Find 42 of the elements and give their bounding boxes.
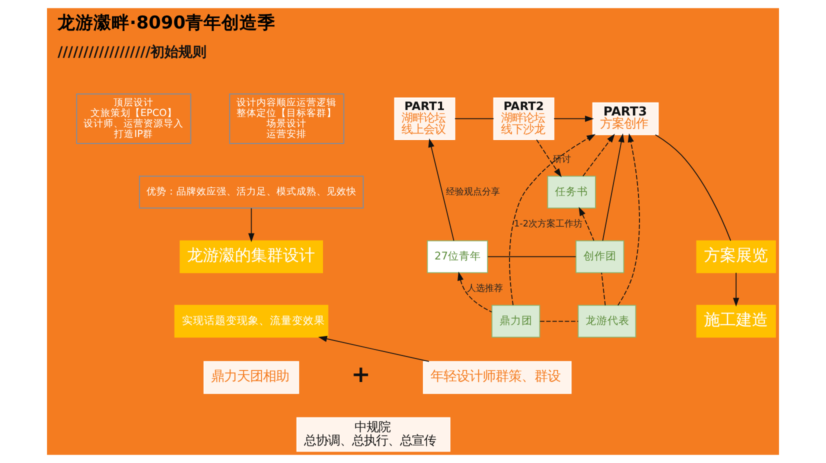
arrow	[602, 133, 624, 242]
node-box: 施工建造	[696, 304, 776, 338]
node-box: 年轻设计师群策、群设	[422, 361, 572, 394]
node-box: 设计内容顺应运营逻辑 整体定位【目标客群】 场景设计 运营安排	[229, 94, 344, 144]
node-box: 27位青年	[426, 240, 488, 274]
arrow	[578, 206, 594, 241]
node-box: 鼎力团	[492, 304, 540, 338]
arrow	[554, 116, 594, 122]
node-box: PART3 方案创作	[592, 102, 659, 136]
arrow	[248, 208, 254, 242]
arrow	[582, 134, 615, 177]
node-box: 龙游瀫的集群设计	[180, 240, 323, 274]
connector	[454, 118, 494, 120]
node-box: PART2 湖畔论坛 线下沙龙	[493, 97, 554, 140]
connector	[654, 134, 732, 242]
node-box: 鼎力天团相助	[204, 361, 300, 394]
node-box: 优势：品牌效应强、活力足、模式成熟、见效快	[139, 176, 364, 208]
label: +	[351, 362, 371, 388]
node-box: 中规院 总协调、总执行、总宣传	[296, 417, 450, 452]
label: //////////////////初始规则	[58, 44, 207, 61]
node-box: 创作团	[576, 240, 624, 274]
node-box: 顶层设计 文旅策划【EPCO】 设计师、运营资源导入 打造IP群	[76, 94, 192, 144]
diagram-title: 龙游瀫畔·8090青年创造季	[58, 13, 276, 34]
arrow	[536, 139, 562, 178]
connector	[601, 272, 606, 306]
node-box: 任务书	[547, 176, 596, 208]
edge-label: 1-2次方案工作坊	[514, 220, 582, 230]
arrow	[509, 134, 596, 306]
edge-label: 研讨	[552, 155, 571, 166]
connector	[487, 256, 576, 258]
edge-label: 人选推荐	[467, 284, 504, 294]
edge-label: 经验观点分享	[446, 187, 500, 198]
arrow	[458, 272, 492, 312]
node-box: 龙游代表	[578, 304, 636, 338]
node-box: 方案展览	[696, 240, 776, 274]
node-box: PART1 湖畔论坛 线上会议	[394, 97, 456, 140]
connector	[540, 320, 579, 322]
arrow	[428, 138, 454, 242]
arrow	[733, 272, 740, 307]
node-box: 实现话题变现象、流量变效果	[174, 304, 328, 338]
arrow	[618, 133, 640, 306]
arrow	[318, 336, 430, 362]
